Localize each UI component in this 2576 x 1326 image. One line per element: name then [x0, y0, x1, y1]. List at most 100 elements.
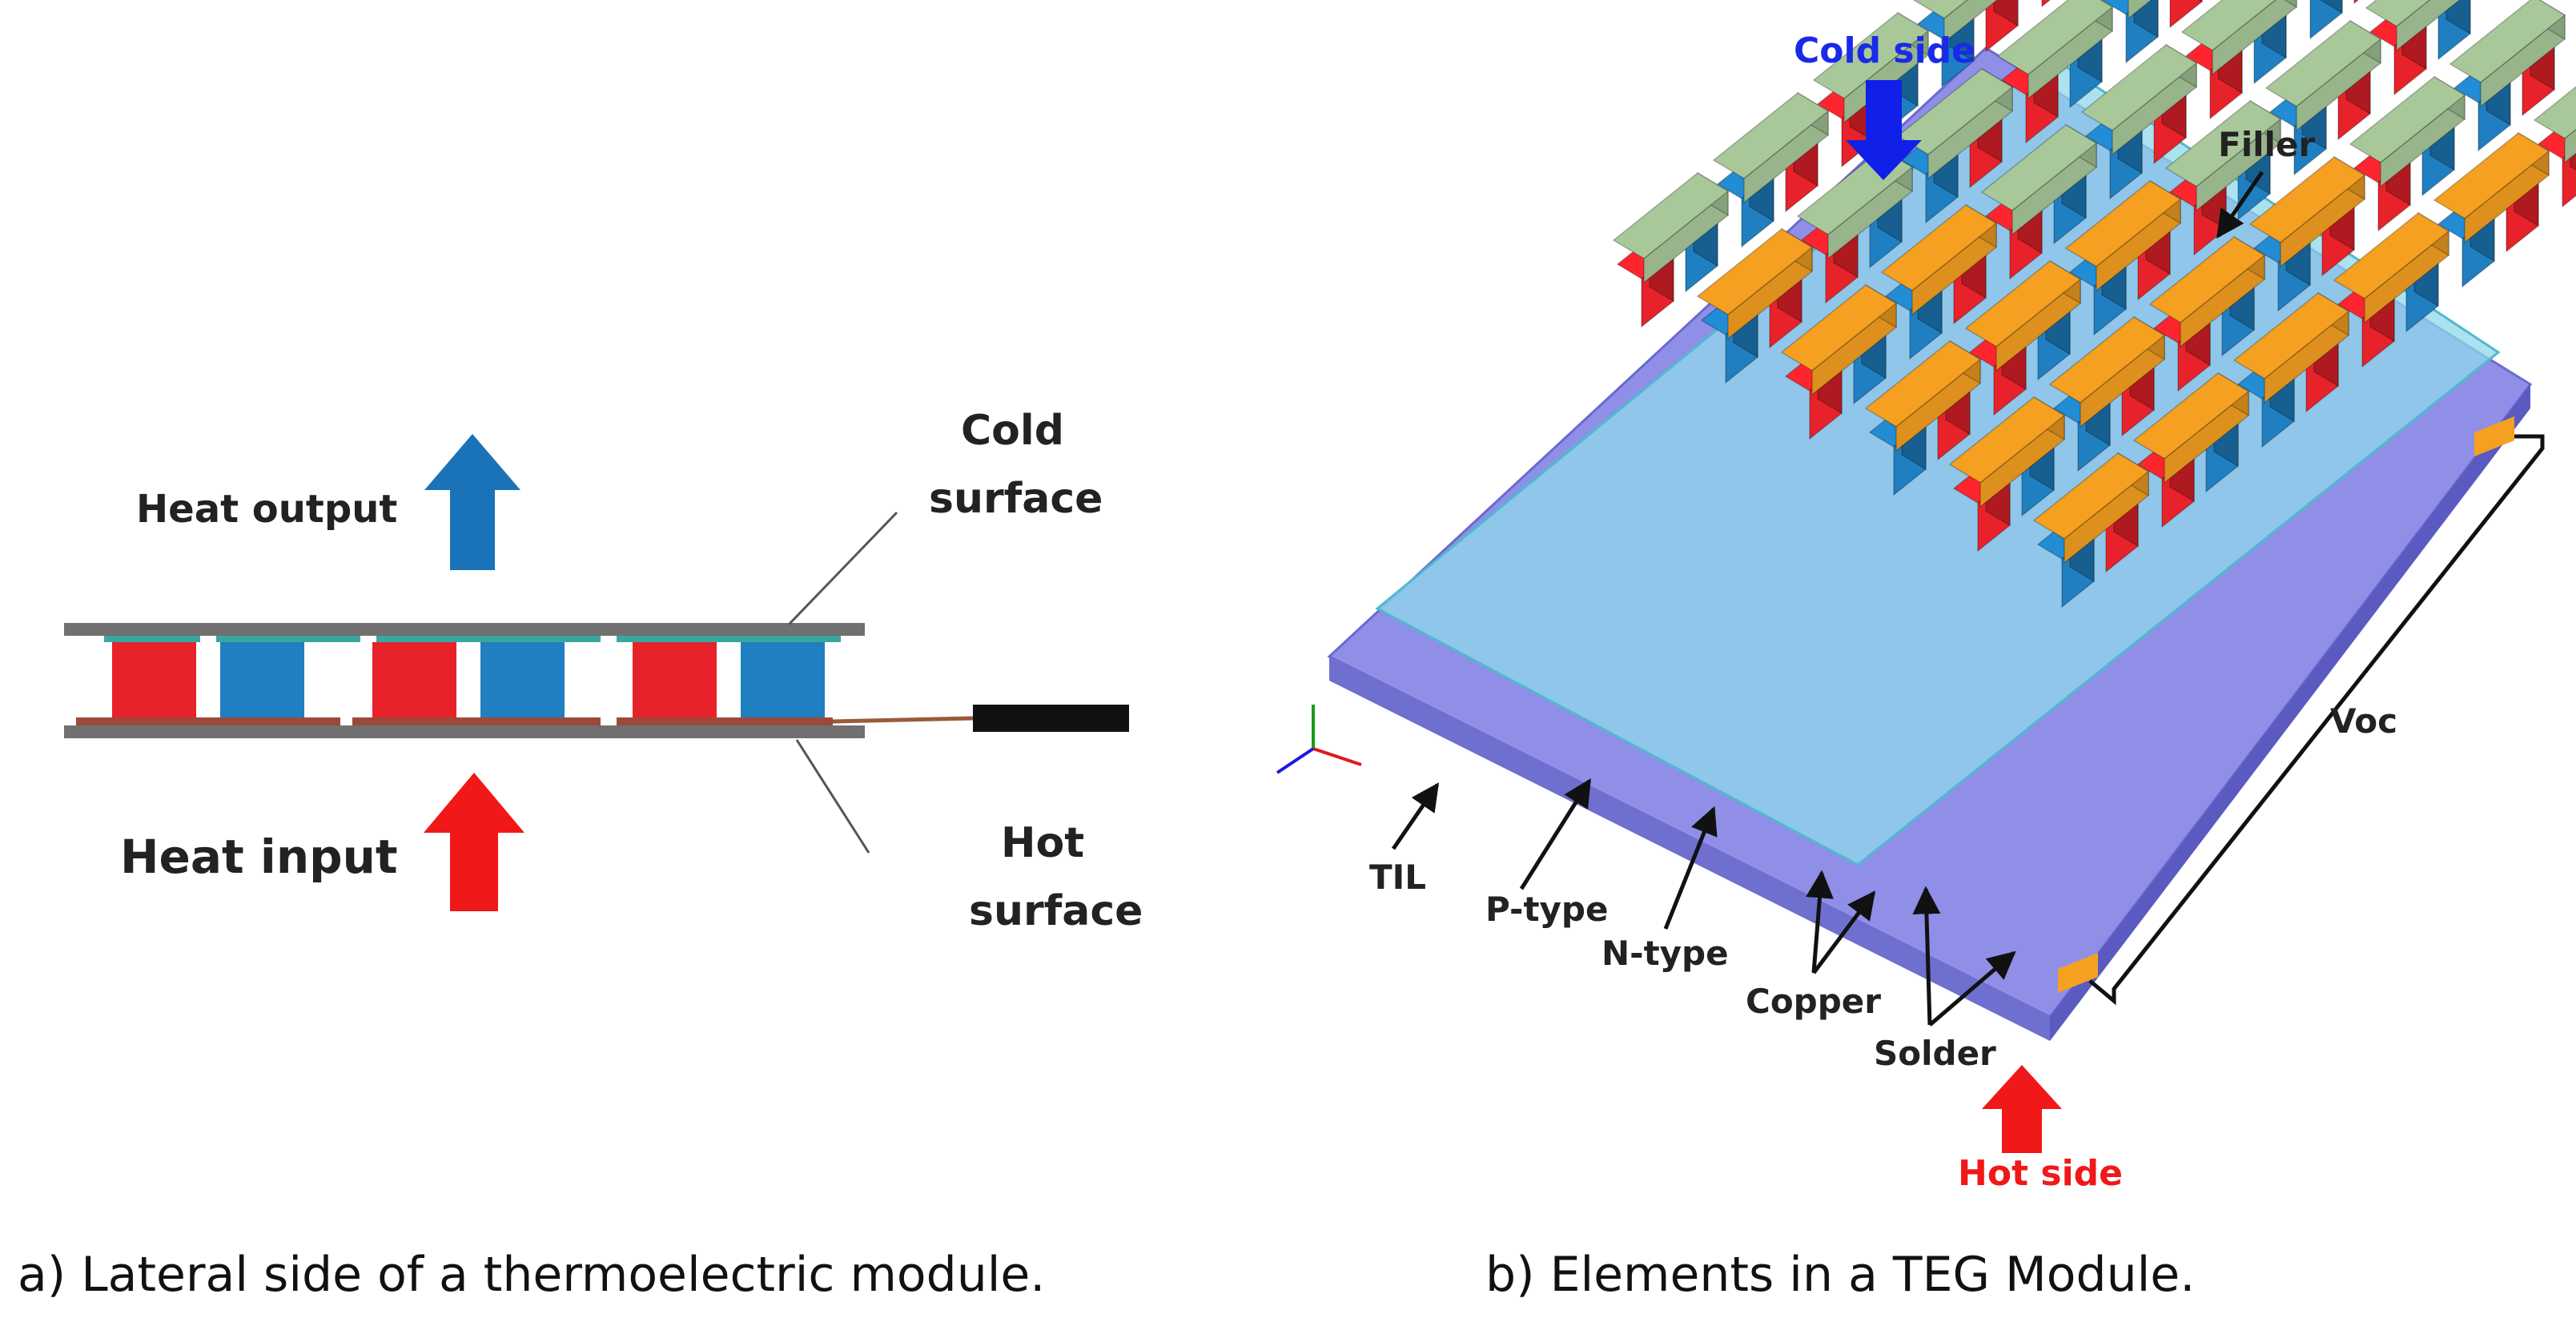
filler-pointer	[2216, 171, 2265, 239]
copper-bridge-top	[2048, 316, 2166, 404]
cold-cap-front	[2212, 0, 2297, 76]
leg-covered-side	[2445, 0, 2471, 35]
cold-cap-side	[2283, 0, 2297, 9]
copper-pointer-2	[1812, 890, 1876, 974]
hot-surface-label-line1: Hot	[1001, 819, 1084, 867]
copper-bridge-top	[2232, 292, 2350, 380]
cold-cap-top	[1612, 172, 1730, 259]
n-type-leg	[480, 642, 565, 717]
bottom-copper-strip	[617, 717, 833, 725]
copper-bridge-top	[2248, 156, 2366, 243]
til-base-side-right	[2050, 384, 2530, 1041]
cold-cap-top	[1896, 68, 2014, 155]
axis-gizmo	[1276, 705, 1362, 774]
p-type-label: P-type	[1485, 890, 1608, 929]
cold-surface-label-line2: surface	[929, 475, 1103, 523]
n-type-leg	[220, 642, 304, 717]
heat-output-label: Heat output	[136, 487, 397, 532]
bottom-plate	[64, 725, 865, 738]
til-base-side	[1329, 657, 2050, 1041]
bottom-copper-strip	[76, 717, 340, 725]
cold-cap-front	[2128, 0, 2152, 20]
n-type-leg	[741, 642, 825, 717]
copper-bridge-top	[1864, 340, 1982, 428]
copper-bridge-top	[2032, 452, 2150, 540]
cold-cap-top	[2365, 0, 2431, 27]
cold-cap-front	[2564, 128, 2576, 164]
cold-cap-top	[2265, 20, 2382, 107]
voc-label: Voc	[2330, 701, 2397, 741]
copper-bridge-top	[1780, 284, 1898, 372]
lead-terminal	[973, 705, 1129, 732]
copper-bridge-top	[2064, 180, 2182, 267]
copper-bridge-top	[1948, 396, 2066, 484]
p-type-pointer	[1519, 778, 1592, 890]
solder-label: Solder	[1874, 1034, 1996, 1073]
terminal-top	[2474, 416, 2514, 456]
heat-output-arrow-shape	[424, 434, 520, 570]
leg-covered-front	[2353, 0, 2360, 5]
cold-side-arrow	[1846, 80, 1922, 180]
lead-wire	[832, 716, 974, 724]
panel-a-lateral-view: Heat output Cold surface Hot surface	[18, 407, 1143, 1303]
top-copper-strip	[104, 636, 200, 642]
leg-covered-front	[2041, 0, 2052, 8]
copper-bridge-top	[2132, 372, 2250, 460]
cold-surface-label-line1: Cold	[961, 407, 1064, 455]
thermoelement-array	[1612, 0, 2576, 609]
hot-surface-pointer	[795, 739, 870, 854]
copper-label: Copper	[1746, 982, 1881, 1021]
panel-b-teg-module: Cold side Hot side Filler TIL P-type N-t…	[1276, 0, 2576, 1303]
top-copper-strip	[216, 636, 360, 642]
cold-cap-top	[2164, 100, 2282, 187]
cold-cap-top	[1980, 124, 2098, 211]
p-type-leg	[633, 642, 717, 717]
cold-cap-top	[1996, 0, 2114, 75]
heat-input-label: Heat input	[120, 830, 398, 884]
copper-bridge-top	[1696, 228, 1814, 315]
leg-covered-front	[2309, 0, 2343, 40]
n-type-pointer	[1663, 806, 1718, 930]
cold-cap-front	[2396, 0, 2461, 52]
n-type-label: N-type	[1601, 934, 1729, 973]
copper-bridge-top	[1880, 204, 1998, 291]
leg-covered-side	[2133, 0, 2159, 38]
terminal-bottom	[2058, 953, 2098, 993]
cold-surface-pointer	[787, 511, 898, 626]
hot-side-arrow	[1982, 1065, 2062, 1153]
copper-bridge-top	[1964, 260, 2082, 348]
cold-cap-top	[2080, 44, 2198, 131]
solder-pointer-2	[1928, 950, 2016, 1027]
leg-covered-front	[2169, 0, 2203, 29]
top-copper-strip	[376, 636, 601, 642]
p-type-leg	[372, 642, 456, 717]
cold-cap-top	[1912, 0, 1968, 19]
leg-covered-side	[2319, 0, 2343, 14]
cold-side-label: Cold side	[1794, 30, 1975, 71]
bottom-copper-strip	[352, 717, 601, 725]
panel-b-caption: b) Elements in a TEG Module.	[1485, 1247, 2195, 1303]
heat-input-arrow	[424, 773, 524, 911]
p-type-leg	[112, 642, 196, 717]
til-pointer	[1391, 782, 1440, 850]
copper-bridge-top	[2433, 132, 2550, 219]
panel-a-caption: a) Lateral side of a thermoelectric modu…	[18, 1247, 1045, 1303]
cold-cap-top	[2449, 0, 2566, 83]
copper-bridge-top	[2148, 236, 2266, 323]
top-copper-strip	[617, 636, 841, 642]
cold-cap-top	[2180, 0, 2277, 51]
filler-label: Filler	[2218, 125, 2315, 164]
hot-side-label: Hot side	[1958, 1153, 2123, 1194]
cold-cap-top	[2533, 86, 2576, 139]
cold-cap-top	[2349, 76, 2466, 163]
til-label: TIL	[1369, 858, 1426, 897]
leg-covered-side	[1993, 0, 2019, 27]
hot-surface-label-line2: surface	[969, 887, 1143, 935]
copper-pointer-1	[1806, 870, 1834, 974]
copper-bridge-top	[2333, 212, 2450, 299]
voc-bracket	[2088, 434, 2545, 1006]
cold-cap-front	[1943, 0, 1999, 44]
cold-cap-top	[1712, 92, 1830, 179]
